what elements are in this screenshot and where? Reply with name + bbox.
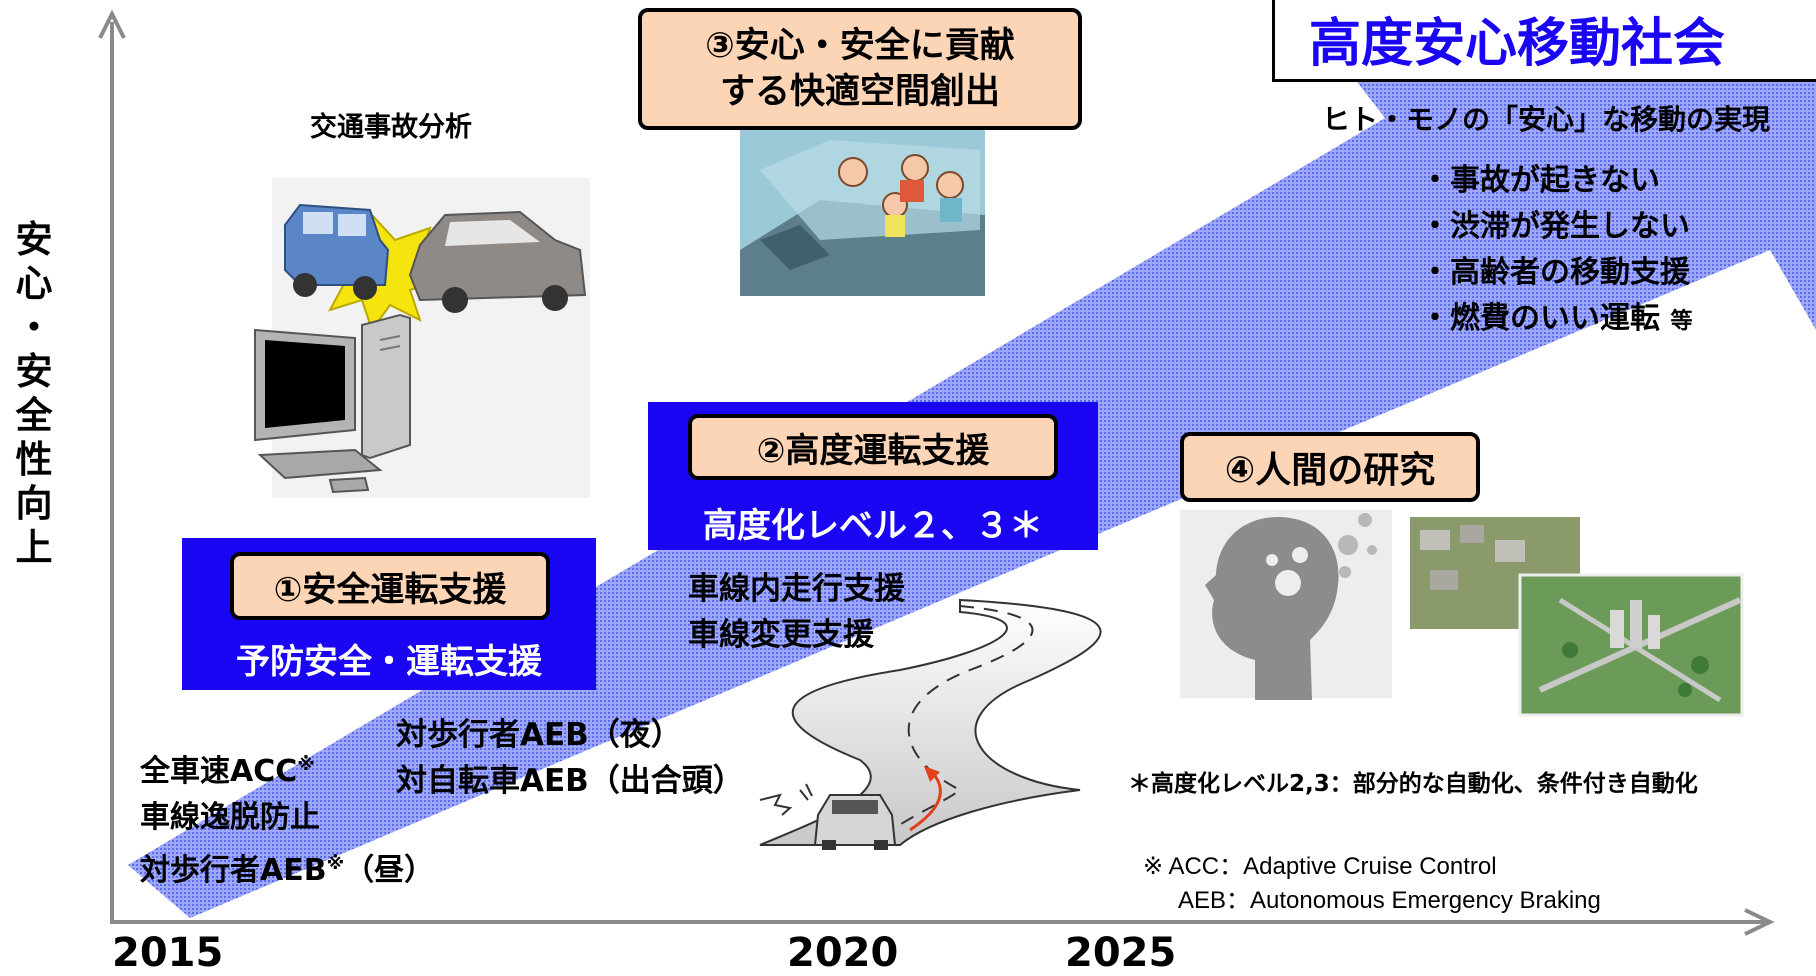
year-label-2025: 2025	[1065, 930, 1177, 976]
stage4-box: ④人間の研究	[1180, 432, 1480, 502]
y-axis-label-char: 上	[15, 526, 53, 569]
feature-acc-mark: ※	[297, 754, 315, 775]
year-label-2020: 2020	[787, 930, 899, 976]
goal-item: ・燃費のいい運転 等	[1420, 296, 1692, 345]
year-label-2015: 2015	[112, 930, 224, 976]
stage2-feature: 車線変更支援	[688, 617, 874, 653]
y-axis-label-char: ・	[15, 306, 53, 349]
feature-lane-departure: 車線逸脱防止	[140, 800, 320, 835]
stage2-subtitle: 高度化レベル２、３＊	[703, 506, 1043, 546]
stage2-title-box: ②高度運転支援	[688, 414, 1058, 480]
goal-title: 高度安心移動社会	[1309, 14, 1726, 74]
y-axis-label-char: 安	[15, 218, 53, 261]
stage2-features: 車線内走行支援 車線変更支援	[688, 566, 905, 658]
car-rear-icon	[813, 794, 897, 850]
blue-car-icon	[284, 203, 390, 300]
feature-pedestrian-day-text: 対歩行者AEB	[140, 853, 327, 888]
y-axis-label-char: 性	[15, 438, 53, 481]
level-note: ＊高度化レベル2,3：部分的な自動化、条件付き自動化	[1128, 771, 1698, 797]
y-axis-label-char: 心	[15, 262, 53, 305]
feature-pedestrian-day: 対歩行者AEB※（昼）	[140, 841, 434, 894]
goal-items: ・事故が起きない ・渋滞が発生しない ・高齢者の移動支援 ・燃費のいい運転 等	[1420, 158, 1692, 345]
city-aerial-illustration	[1410, 517, 1744, 717]
stage3-box: ③安心・安全に貢献 する快適空間創出	[638, 8, 1082, 130]
goal-item: ・渋滞が発生しない	[1420, 209, 1690, 244]
y-axis-label: 安心・安全性向上	[14, 218, 54, 570]
y-axis-label-char: 全	[15, 394, 53, 437]
stage1-panel: ①安全運転支援 予防安全・運転支援	[182, 538, 596, 690]
accident-illustration	[254, 178, 590, 498]
feature-pedestrian-night: 対歩行者AEB（夜）	[396, 717, 682, 753]
stage1-title-box: ①安全運転支援	[230, 552, 550, 620]
family-car-illustration	[740, 128, 985, 296]
y-axis	[98, 9, 126, 920]
road-illustration	[759, 598, 1102, 850]
computer-icon	[254, 313, 411, 494]
feature-acc: 全車速ACC※	[140, 742, 434, 795]
y-axis-label-char: 安	[15, 350, 53, 393]
y-axis-label-char: 向	[15, 482, 53, 525]
feature-acc-text: 全車速ACC	[140, 754, 298, 789]
features-2015: 全車速ACC※ 車線逸脱防止 対歩行者AEB※（昼）	[140, 742, 434, 894]
goal-box: 高度安心移動社会	[1272, 0, 1816, 82]
feature-pedestrian-day-suffix: （昼）	[344, 853, 435, 888]
goal-subtitle: ヒト・モノの「安心」な移動の実現	[1322, 103, 1771, 136]
human-head-illustration	[1180, 510, 1392, 700]
stage3-title-line1: ③安心・安全に貢献	[705, 26, 1015, 66]
x-axis	[110, 908, 1775, 936]
stage2-feature: 車線内走行支援	[688, 571, 905, 607]
stage1-title: ①安全運転支援	[273, 569, 507, 610]
gray-car-icon	[408, 210, 587, 313]
goal-item: ・高齢者の移動支援	[1420, 255, 1690, 290]
stage4-title: ④人間の研究	[1224, 450, 1436, 491]
goal-item: ・事故が起きない	[1420, 163, 1660, 198]
acc-note: ※ ACC：Adaptive Cruise Control	[1143, 853, 1497, 880]
goal-item-text: ・燃費のいい運転	[1420, 301, 1660, 336]
feature-bicycle: 対自転車AEB（出合頭）	[396, 763, 744, 799]
stage2-panel: ②高度運転支援 高度化レベル２、３＊	[648, 402, 1098, 550]
features-mid: 対歩行者AEB（夜） 対自転車AEB（出合頭）	[396, 712, 744, 804]
aeb-note: AEB：Autonomous Emergency Braking	[1178, 887, 1601, 914]
stage2-title: ②高度運転支援	[756, 430, 990, 471]
stage3-title-line2: する快適空間創出	[719, 72, 1000, 112]
feature-pedestrian-day-mark: ※	[326, 853, 345, 874]
goal-items-suffix: 等	[1670, 309, 1693, 334]
stage1-subtitle: 予防安全・運転支援	[236, 642, 542, 682]
accident-analysis-label: 交通事故分析	[310, 112, 472, 143]
